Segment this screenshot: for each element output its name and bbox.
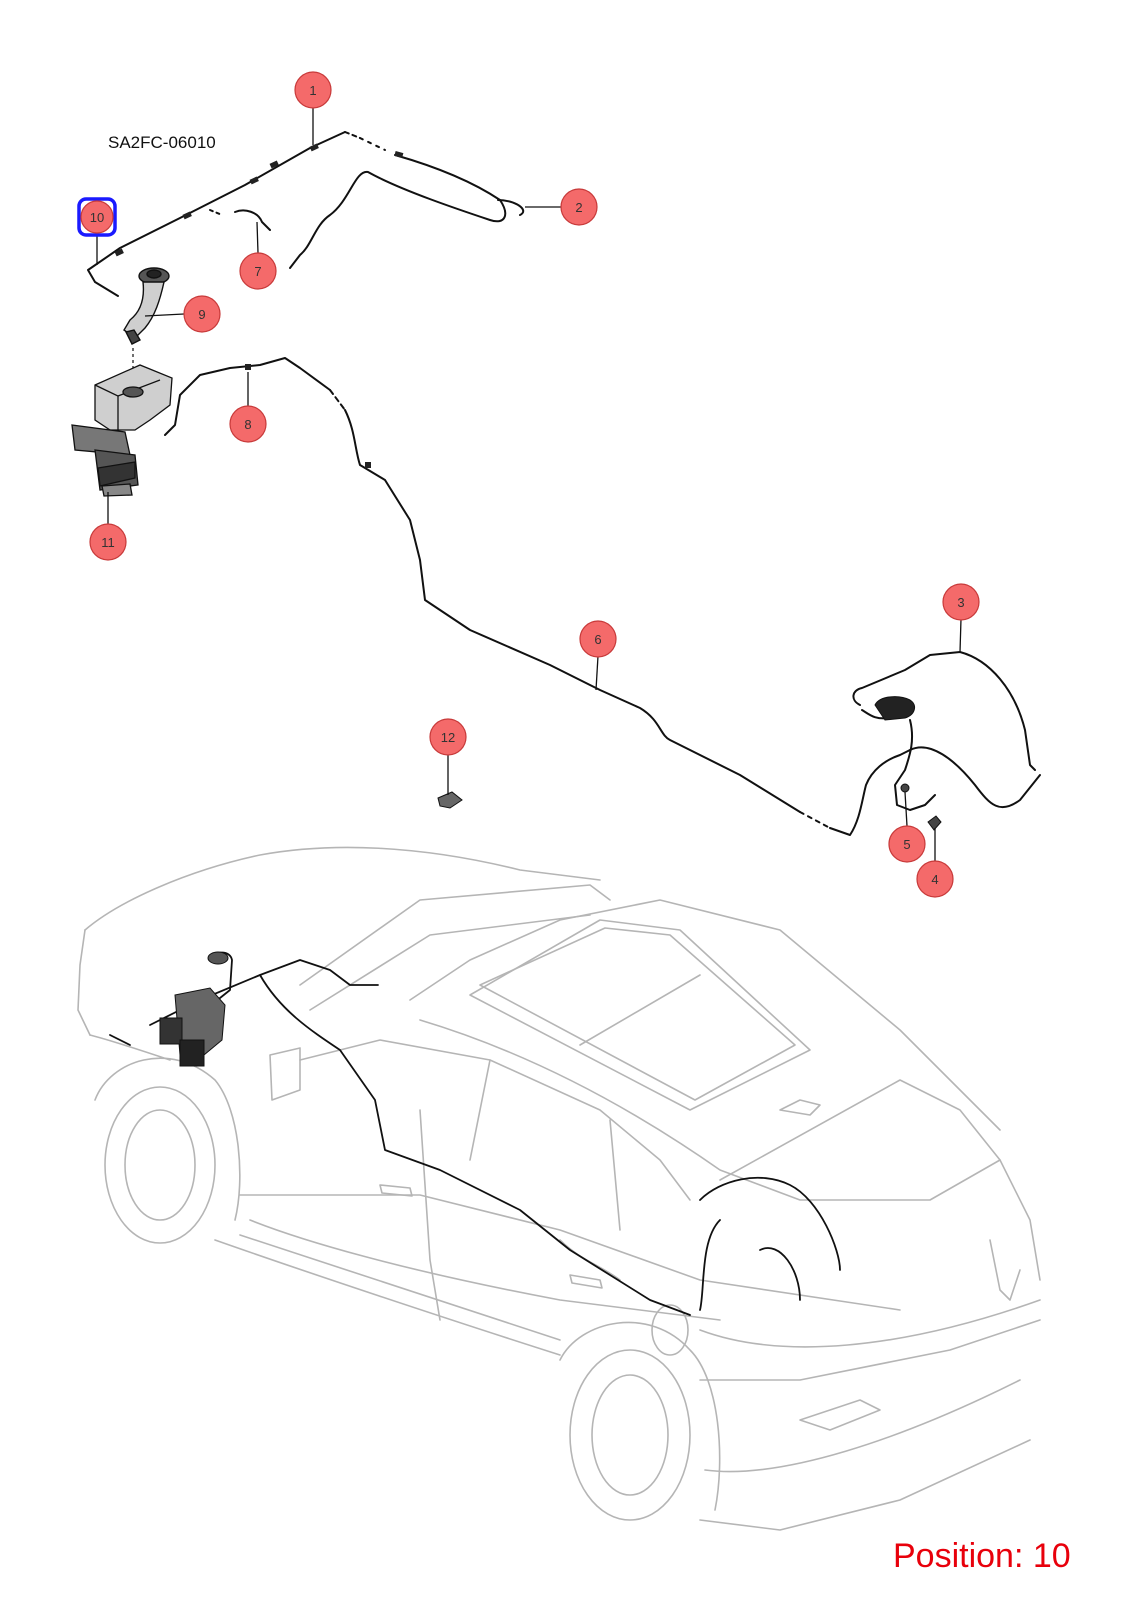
callout-10-selected[interactable]: 10 xyxy=(77,197,117,237)
drawing-code: SA2FC-06010 xyxy=(108,133,216,152)
svg-text:12: 12 xyxy=(441,730,455,745)
callout-6[interactable]: 6 xyxy=(579,620,617,658)
callout-8[interactable]: 8 xyxy=(229,405,267,443)
svg-text:8: 8 xyxy=(244,417,251,432)
part-11-reservoir xyxy=(71,364,173,497)
callout-7[interactable]: 7 xyxy=(239,252,277,290)
part-12-clip xyxy=(437,791,463,809)
part-4-nozzle xyxy=(927,815,942,831)
part-9-filler-neck xyxy=(123,267,170,345)
svg-text:5: 5 xyxy=(903,837,910,852)
svg-text:4: 4 xyxy=(931,872,938,887)
svg-text:1: 1 xyxy=(309,83,316,98)
exploded-hoses xyxy=(87,131,1041,836)
callouts xyxy=(96,107,962,861)
callout-1[interactable]: 1 xyxy=(294,71,332,109)
svg-text:3: 3 xyxy=(957,595,964,610)
callout-9[interactable]: 9 xyxy=(183,295,221,333)
callout-3[interactable]: 3 xyxy=(942,583,980,621)
callout-4[interactable]: 4 xyxy=(916,860,954,898)
svg-text:7: 7 xyxy=(254,264,261,279)
vehicle-outline xyxy=(77,846,1041,1531)
hose-connectors xyxy=(114,143,404,468)
callout-12[interactable]: 12 xyxy=(429,718,467,756)
rear-nozzle-assembly xyxy=(874,696,916,793)
svg-text:10: 10 xyxy=(90,210,104,225)
callout-11[interactable]: 11 xyxy=(89,523,127,561)
callout-5[interactable]: 5 xyxy=(888,825,926,863)
svg-text:11: 11 xyxy=(101,535,115,550)
installed-reservoir xyxy=(159,951,229,1067)
svg-text:2: 2 xyxy=(575,200,582,215)
callout-2[interactable]: 2 xyxy=(560,188,598,226)
position-label: Position: 10 xyxy=(893,1537,1071,1575)
installed-hoses xyxy=(109,951,841,1316)
svg-text:9: 9 xyxy=(198,307,205,322)
svg-text:6: 6 xyxy=(594,632,601,647)
